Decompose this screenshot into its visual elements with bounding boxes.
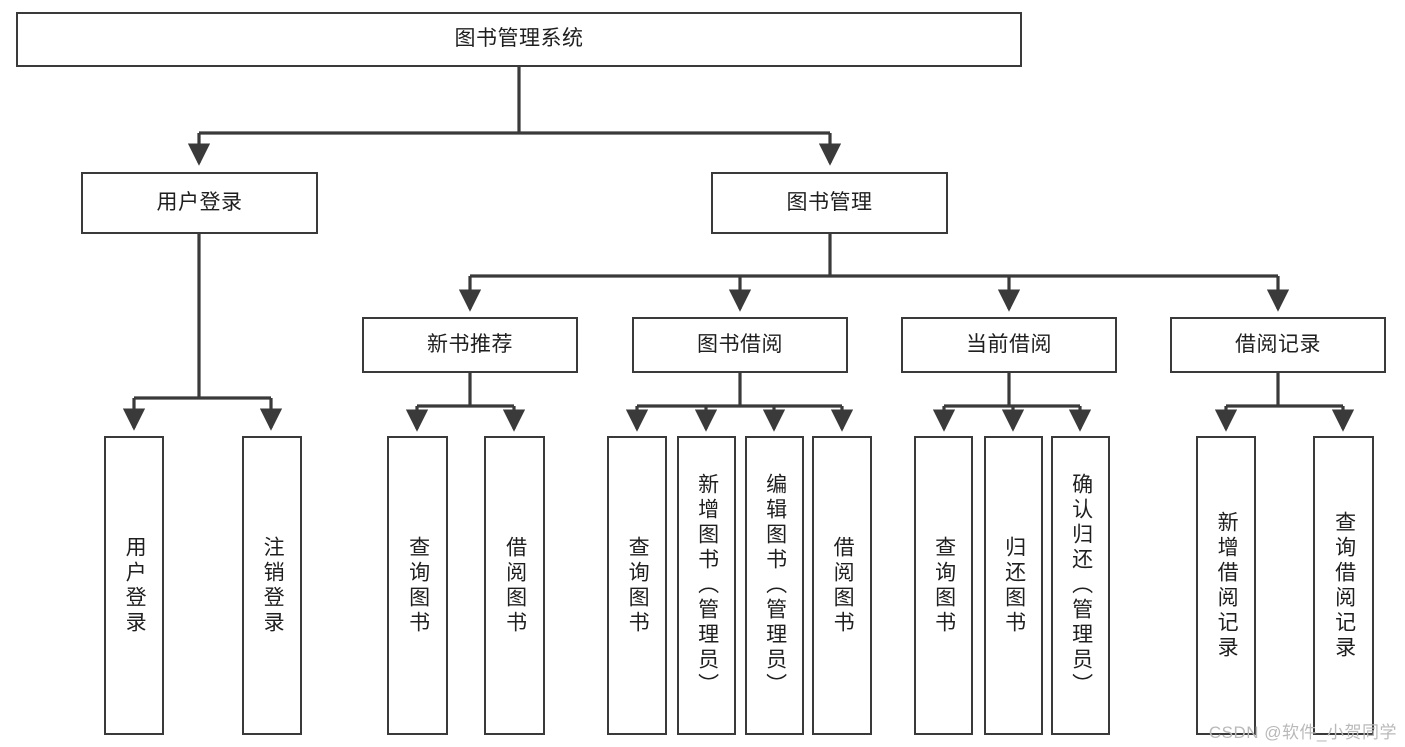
node-leaf-7[interactable]: 借阅图书	[812, 436, 872, 735]
node-leaf-7-label: 借阅图书	[831, 535, 855, 636]
node-leaf-11-label: 新增借阅记录	[1215, 510, 1239, 661]
node-leaf-12-label: 查询借阅记录	[1332, 510, 1356, 661]
node-leaf-1-label: 注销登录	[261, 535, 285, 636]
node-level3-1-label: 图书借阅	[697, 332, 783, 356]
node-leaf-3-label: 借阅图书	[503, 535, 527, 636]
node-leaf-0[interactable]: 用户登录	[104, 436, 164, 735]
node-level3-2[interactable]: 当前借阅	[901, 317, 1117, 373]
node-leaf-2-label: 查询图书	[406, 535, 430, 636]
node-leaf-5-label: 新增图书（管理员）	[695, 473, 719, 698]
node-level3-3[interactable]: 借阅记录	[1170, 317, 1386, 373]
node-level3-1[interactable]: 图书借阅	[632, 317, 848, 373]
node-leaf-5[interactable]: 新增图书（管理员）	[677, 436, 736, 735]
node-leaf-8-label: 查询图书	[932, 535, 956, 636]
node-leaf-9-label: 归还图书	[1002, 535, 1026, 636]
node-level3-2-label: 当前借阅	[966, 332, 1052, 356]
node-leaf-4[interactable]: 查询图书	[607, 436, 667, 735]
node-leaf-8[interactable]: 查询图书	[914, 436, 973, 735]
node-leaf-4-label: 查询图书	[626, 535, 650, 636]
node-leaf-2[interactable]: 查询图书	[387, 436, 448, 735]
node-leaf-12[interactable]: 查询借阅记录	[1313, 436, 1374, 735]
node-level3-0-label: 新书推荐	[427, 332, 513, 356]
node-leaf-1[interactable]: 注销登录	[242, 436, 302, 735]
node-root[interactable]: 图书管理系统	[16, 12, 1022, 67]
node-leaf-0-label: 用户登录	[123, 535, 147, 636]
node-root-label: 图书管理系统	[454, 27, 584, 51]
node-level3-3-label: 借阅记录	[1235, 332, 1321, 356]
node-leaf-10-label: 确认归还（管理员）	[1069, 473, 1093, 698]
node-level2-0[interactable]: 用户登录	[81, 172, 318, 234]
node-leaf-10[interactable]: 确认归还（管理员）	[1051, 436, 1110, 735]
node-level2-0-label: 用户登录	[156, 190, 243, 214]
node-leaf-6[interactable]: 编辑图书（管理员）	[745, 436, 804, 735]
node-leaf-3[interactable]: 借阅图书	[484, 436, 545, 735]
node-leaf-6-label: 编辑图书（管理员）	[763, 473, 787, 698]
node-level2-1-label: 图书管理	[786, 190, 873, 214]
watermark-text: CSDN @软件_小贺同学	[1208, 723, 1397, 742]
node-level2-1[interactable]: 图书管理	[711, 172, 948, 234]
node-leaf-9[interactable]: 归还图书	[984, 436, 1043, 735]
node-leaf-11[interactable]: 新增借阅记录	[1196, 436, 1256, 735]
node-level3-0[interactable]: 新书推荐	[362, 317, 578, 373]
